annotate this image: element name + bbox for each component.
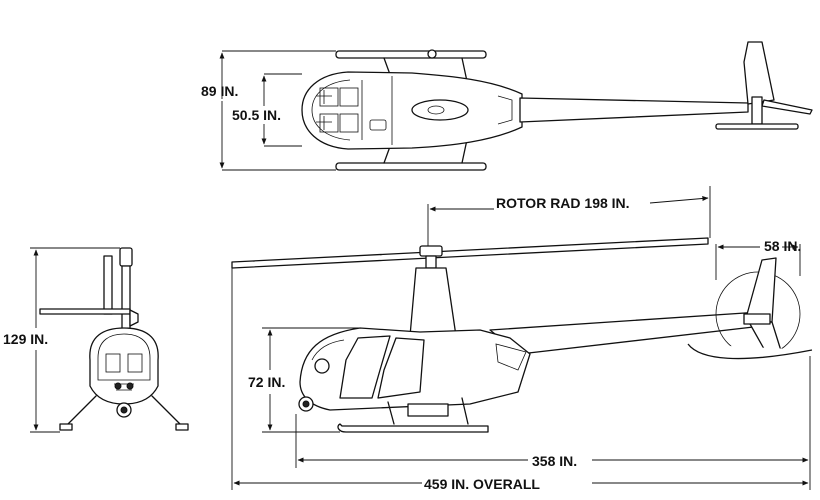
tail-rotor-diameter-label: 58 IN. xyxy=(764,238,801,254)
front-height-label: 129 IN. xyxy=(3,331,48,347)
top-engine-cowl xyxy=(411,99,469,121)
side-landing-skid xyxy=(337,423,489,433)
fuselage-length-label: 358 IN. xyxy=(532,453,577,469)
front-seat-left xyxy=(105,353,121,373)
front-mast xyxy=(121,265,131,331)
cabin-height-label: 72 IN. xyxy=(248,374,285,390)
top-door-lines xyxy=(361,76,393,145)
side-tail-gearbox xyxy=(743,313,771,325)
top-width-label: 89 IN. xyxy=(201,83,238,99)
top-skid-upper xyxy=(335,50,487,59)
front-rotor-blade-horizontal xyxy=(39,308,131,315)
front-rotor-blade-vertical xyxy=(103,255,113,315)
top-cowl-vent xyxy=(497,95,513,125)
front-skid-shoes xyxy=(59,423,189,431)
side-main-rotor-blade xyxy=(231,237,709,269)
top-skid-width-label: 50.5 IN. xyxy=(232,107,281,123)
top-tail-boom xyxy=(519,97,749,123)
top-console xyxy=(369,119,387,131)
front-view xyxy=(30,247,189,433)
top-horizontal-stabilizer xyxy=(761,99,813,115)
top-skid-struts xyxy=(383,57,469,164)
side-view xyxy=(231,186,813,490)
overall-length-label: 459 IN. OVERALL xyxy=(424,476,540,492)
top-tail-gearbox xyxy=(751,96,763,125)
top-seats xyxy=(316,87,359,133)
top-skid-fitting xyxy=(427,49,437,59)
side-mast-fairing xyxy=(409,267,457,337)
side-engine-vent xyxy=(495,343,527,371)
front-rotor-hub xyxy=(119,247,133,267)
side-mast xyxy=(425,255,437,269)
top-vertical-stabilizer xyxy=(743,41,775,105)
side-rotor-hub xyxy=(419,245,443,257)
side-skid-struts xyxy=(387,397,469,425)
side-front-door-window xyxy=(339,335,391,399)
side-tail-skid xyxy=(687,343,813,360)
side-rear-door-window xyxy=(377,337,425,399)
rotor-radius-label: ROTOR RAD 198 IN. xyxy=(496,195,630,211)
front-skid-struts xyxy=(65,395,183,427)
top-view xyxy=(219,41,813,171)
front-mast-fitting xyxy=(129,309,139,327)
top-mast xyxy=(427,105,445,115)
side-pilot-helmet xyxy=(314,358,330,374)
top-tail-rotor xyxy=(715,123,799,130)
top-skid-lower xyxy=(335,162,487,171)
front-cabin xyxy=(89,327,159,405)
side-windshield-line xyxy=(311,339,345,361)
front-seat-right xyxy=(127,353,143,373)
front-windshield xyxy=(97,333,151,381)
top-windshield-line xyxy=(311,79,351,141)
top-extension-lines xyxy=(222,50,336,171)
side-belly-step xyxy=(407,403,449,417)
side-vertical-stabilizer-upper xyxy=(745,257,777,323)
